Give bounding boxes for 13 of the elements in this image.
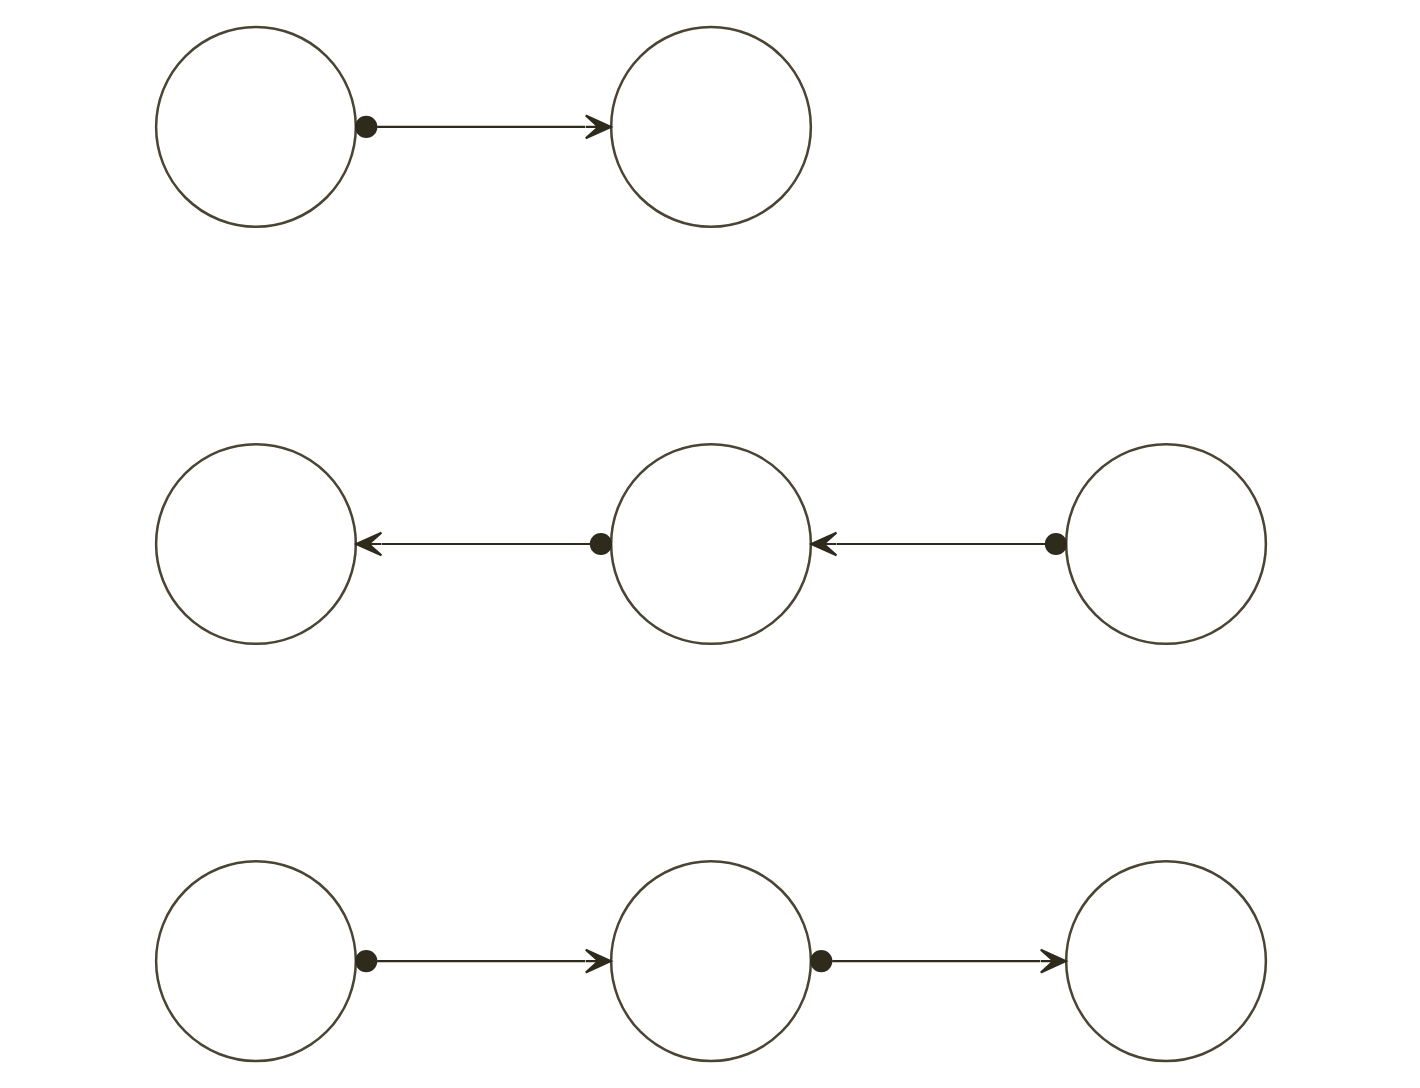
- node-circle: [1063, 860, 1267, 1063]
- arrow: [354, 531, 612, 557]
- arrow: [809, 531, 1067, 557]
- node-circle: [153, 860, 357, 1063]
- node-circle: [608, 442, 812, 646]
- node-circle: [1063, 442, 1267, 646]
- arrow: [354, 114, 612, 140]
- arrow: [809, 948, 1067, 974]
- node-circle: [153, 442, 357, 646]
- node-circle: [153, 25, 357, 228]
- node-circle: [608, 860, 812, 1063]
- arrow: [354, 948, 612, 974]
- node-circle: [608, 25, 812, 228]
